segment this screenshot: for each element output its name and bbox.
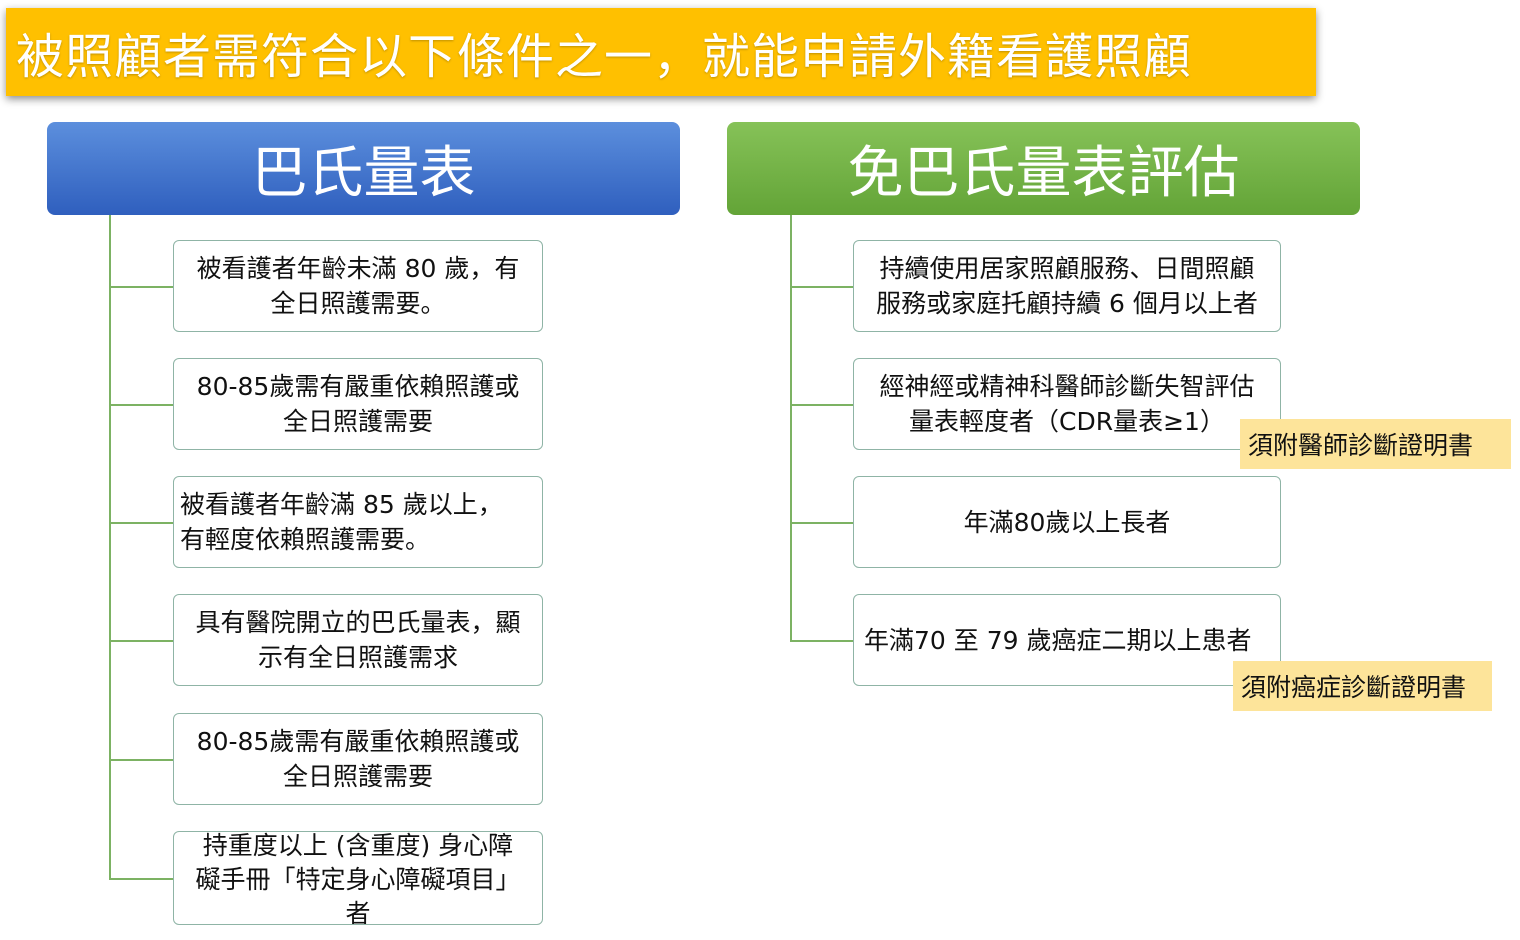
condition-text: 80-85歲需有嚴重依賴照護或 全日照護需要 <box>196 727 520 791</box>
right-branch-line <box>790 522 853 524</box>
condition-box: 80-85歲需有嚴重依賴照護或 全日照護需要 <box>173 713 543 805</box>
barthel-exempt-header: 免巴氏量表評估 <box>727 122 1360 215</box>
right-branch-line <box>790 404 853 406</box>
left-branch-line <box>109 878 173 880</box>
right-branch-line <box>790 640 853 642</box>
exempt-condition-box: 年滿70 至 79 歲癌症二期以上患者 <box>853 594 1281 686</box>
left-branch-line <box>109 404 173 406</box>
left-branch-line <box>109 640 173 642</box>
exempt-condition-text: 年滿80歲以上長者 <box>963 507 1171 537</box>
condition-text: 被看護者年齡未滿 80 歲，有 全日照護需要。 <box>196 254 520 318</box>
left-branch-line <box>109 286 173 288</box>
exempt-condition-text: 持續使用居家照顧服務、日間照顧 服務或家庭托顧持續 6 個月以上者 <box>876 254 1258 318</box>
condition-box: 被看護者年齡滿 85 歲以上， 有輕度依賴照護需要。 <box>173 476 543 568</box>
title-banner: 被照顧者需符合以下條件之一，就能申請外籍看護照顧 <box>6 8 1316 96</box>
condition-text: 被看護者年齡滿 85 歲以上， 有輕度依賴照護需要。 <box>180 490 503 554</box>
condition-box: 80-85歲需有嚴重依賴照護或 全日照護需要 <box>173 358 543 450</box>
condition-box: 具有醫院開立的巴氏量表，顯 示有全日照護需求 <box>173 594 543 686</box>
doctor-certificate-note: 須附醫師診斷證明書 <box>1240 419 1511 469</box>
exempt-condition-text: 年滿70 至 79 歲癌症二期以上患者 <box>864 625 1252 655</box>
condition-box: 被看護者年齡未滿 80 歲，有 全日照護需要。 <box>173 240 543 332</box>
cancer-certificate-note: 須附癌症診斷證明書 <box>1233 661 1492 711</box>
condition-text: 80-85歲需有嚴重依賴照護或 全日照護需要 <box>196 372 520 436</box>
exempt-condition-text: 經神經或精神科醫師診斷失智評估 量表輕度者（CDR量表≥1） <box>879 372 1255 436</box>
barthel-scale-header: 巴氏量表 <box>47 122 680 215</box>
right-trunk-line <box>790 215 792 642</box>
condition-text: 具有醫院開立的巴氏量表，顯 示有全日照護需求 <box>195 608 521 672</box>
exempt-condition-box: 年滿80歲以上長者 <box>853 476 1281 568</box>
condition-box: 持重度以上 (含重度) 身心障 礙手冊「特定身心障礙項目」 者 <box>173 831 543 925</box>
left-branch-line <box>109 759 173 761</box>
left-branch-line <box>109 522 173 524</box>
exempt-condition-box: 持續使用居家照顧服務、日間照顧 服務或家庭托顧持續 6 個月以上者 <box>853 240 1281 332</box>
exempt-condition-box: 經神經或精神科醫師診斷失智評估 量表輕度者（CDR量表≥1） <box>853 358 1281 450</box>
left-trunk-line <box>109 215 111 880</box>
right-branch-line <box>790 286 853 288</box>
page-title: 被照顧者需符合以下條件之一，就能申請外籍看護照顧 <box>16 29 1193 85</box>
condition-text: 持重度以上 (含重度) 身心障 礙手冊「特定身心障礙項目」 者 <box>195 831 521 925</box>
